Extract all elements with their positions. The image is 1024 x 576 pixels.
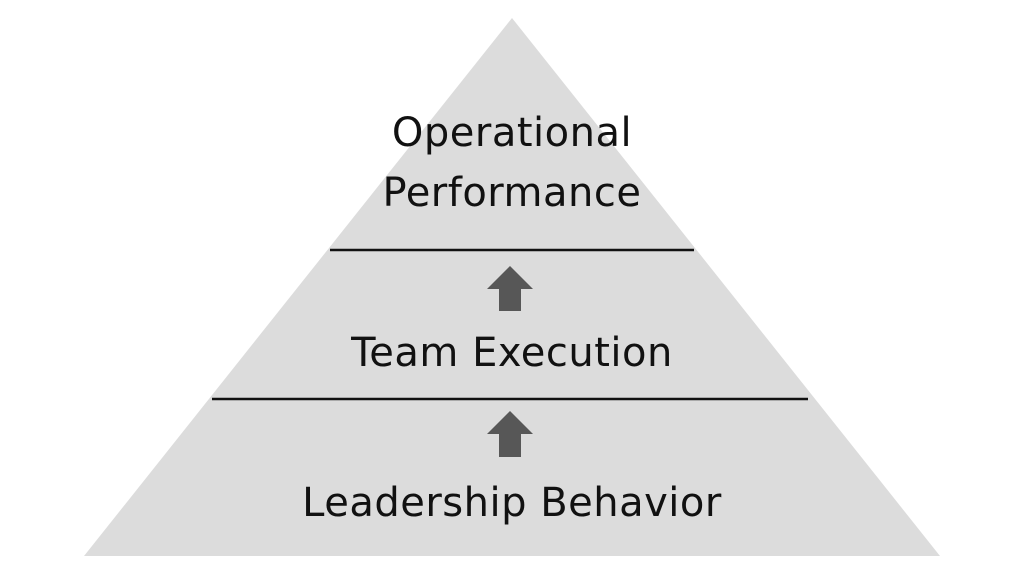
tier-middle-label: Team Execution: [351, 330, 673, 376]
tier-bottom-label: Leadership Behavior: [302, 480, 722, 526]
tier-top-line2: Performance: [382, 170, 642, 216]
arrow-upper-shape: [487, 266, 533, 311]
up-arrow-icon: [487, 411, 533, 457]
up-arrow-icon: [487, 266, 533, 311]
tier-top-label: Operational Performance: [0, 103, 1024, 223]
tier-top-line1: Operational: [391, 110, 633, 156]
arrow-lower-shape: [487, 411, 533, 457]
